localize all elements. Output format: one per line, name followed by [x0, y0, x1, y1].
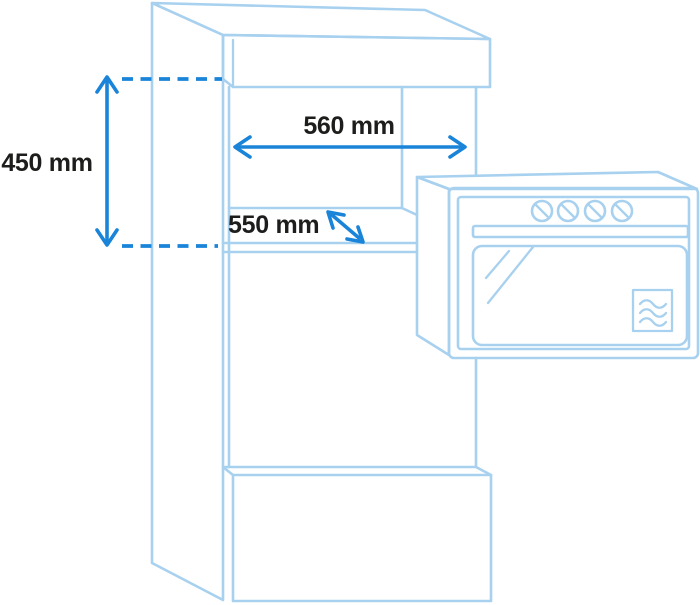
oven-knob-icon	[556, 199, 580, 223]
oven-front-frame-inner	[456, 195, 691, 351]
oven-front-frame	[447, 186, 700, 360]
oven-body-side	[415, 175, 451, 357]
width-dimension-arrow	[233, 135, 467, 159]
oven-knob-icon	[610, 199, 634, 223]
height-dimension-arrow	[95, 75, 119, 247]
height-dimension-label: 450 mm	[1, 149, 92, 177]
drawer-front-panel	[231, 473, 493, 603]
cabinet-side-panel	[150, 1, 225, 602]
niche-shelf-back-edge	[227, 206, 419, 217]
oven-body-top	[415, 170, 699, 191]
cabinet-top-board	[221, 33, 492, 89]
depth-dimension-label: 550 mm	[228, 211, 319, 239]
oven-knob-icon	[583, 199, 607, 223]
oven-handle	[471, 224, 690, 239]
drawer-top-edge	[221, 465, 493, 477]
dimension-annotations: 450 mm 560 mm 550 mm	[1, 75, 467, 248]
cabinet-top-surface	[150, 1, 492, 41]
cabinet-outline	[150, 1, 493, 603]
width-dimension-label: 560 mm	[303, 112, 394, 140]
oven-knob-icon	[530, 199, 554, 223]
depth-dimension-arrow	[326, 210, 365, 244]
oven-door-window	[471, 244, 689, 347]
microwave-waves-icon	[631, 288, 674, 333]
oven-door-reflection	[484, 245, 535, 305]
oven-knobs	[530, 199, 634, 223]
oven-illustration	[415, 170, 700, 360]
